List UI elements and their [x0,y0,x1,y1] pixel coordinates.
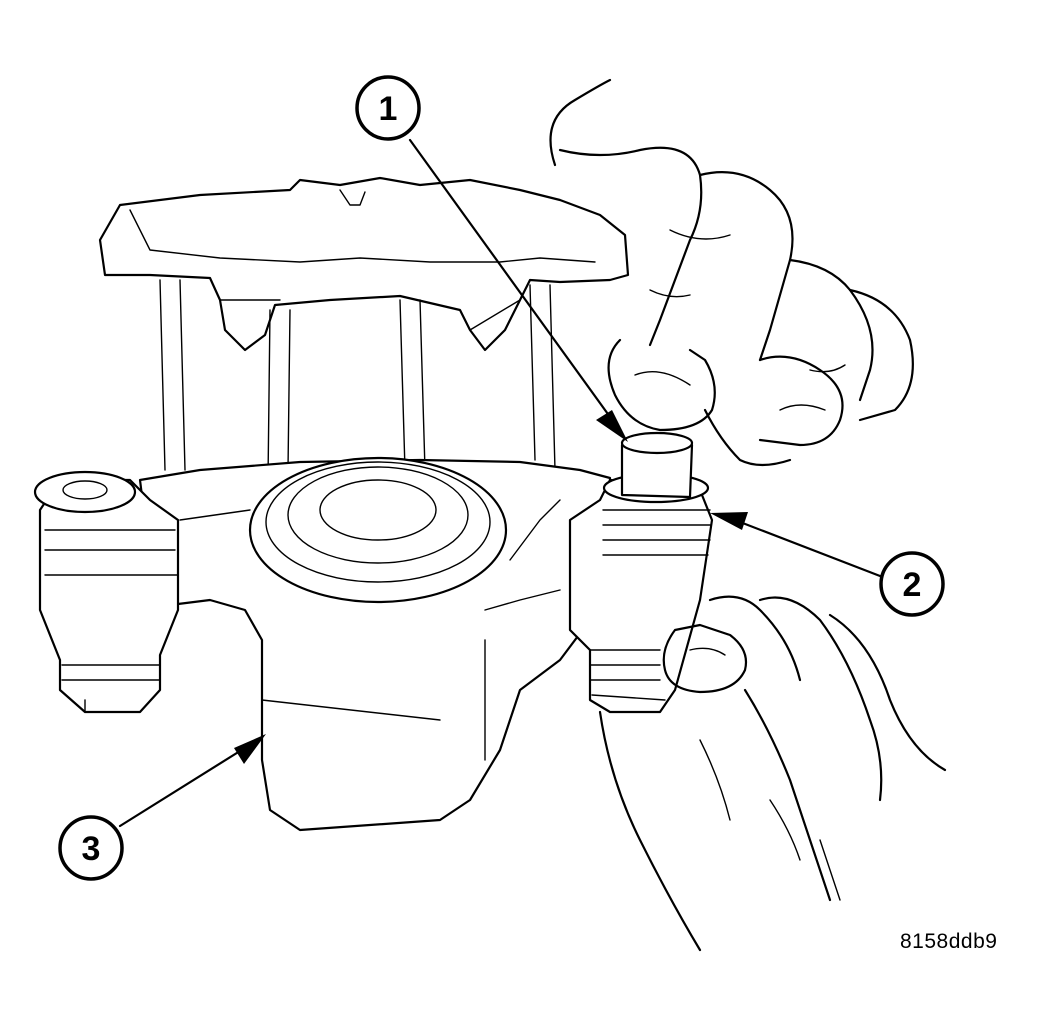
arrowhead-2 [710,512,748,530]
upper-hand [549,78,914,467]
callout-1: 1 [355,75,421,141]
callout-1-label: 1 [379,90,398,128]
callout-3-label: 3 [82,830,101,868]
lower-hand [598,595,947,952]
piston [248,456,508,761]
left-slide-pin [33,470,180,714]
callout-2: 2 [879,551,945,617]
right-slide-pin [568,431,714,714]
leader-arrows [118,138,882,828]
arrowhead-1 [596,410,628,442]
arrowhead-3 [234,734,266,764]
callout-3: 3 [58,815,124,881]
callout-2-label: 2 [903,566,922,604]
caliper-bridge [98,176,630,481]
figure-code: 8158ddb9 [900,930,998,953]
